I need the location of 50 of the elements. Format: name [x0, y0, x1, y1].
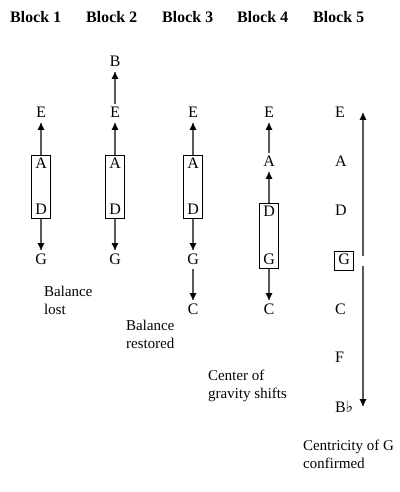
note-letter: A — [34, 155, 48, 173]
arrow — [190, 123, 196, 155]
arrow — [112, 219, 118, 250]
note-letter: C — [260, 301, 278, 319]
note-box — [259, 203, 279, 269]
note-letter: B♭ — [335, 399, 354, 417]
note-letter: G — [337, 251, 351, 269]
block-heading: Block 4 — [237, 9, 288, 27]
note-letter: E — [32, 104, 50, 122]
arrow — [266, 172, 272, 203]
note-letter: D — [262, 203, 276, 221]
arrow — [38, 219, 44, 250]
arrow — [266, 123, 272, 153]
note-letter: E — [260, 104, 278, 122]
note-letter: A — [186, 155, 200, 173]
block-heading: Block 3 — [162, 9, 214, 27]
note-letter: F — [335, 349, 344, 367]
arrow — [190, 269, 196, 300]
caption: Balance restored — [126, 317, 176, 353]
note-letter: G — [262, 251, 276, 269]
note-letter: D — [186, 201, 200, 219]
note-letter: E — [106, 104, 124, 122]
caption: Centricity of G confirmed — [303, 437, 395, 473]
block-heading: Block 2 — [86, 9, 138, 27]
note-letter: D — [34, 201, 48, 219]
arrow — [38, 123, 44, 155]
note-letter: A — [108, 155, 122, 173]
note-box — [105, 155, 125, 219]
note-letter: G — [106, 251, 124, 269]
note-letter: B — [106, 53, 124, 71]
caption: Balance lost — [44, 283, 94, 319]
block-heading: Block 5 — [313, 9, 364, 27]
note-letter: A — [260, 153, 278, 171]
arrow — [112, 123, 118, 155]
note-letter: C — [335, 301, 346, 319]
note-letter: G — [184, 251, 202, 269]
note-letter: C — [184, 301, 202, 319]
caption: Center of gravity shifts — [208, 367, 288, 403]
note-letter: D — [335, 202, 347, 220]
note-box — [31, 155, 51, 219]
note-letter: E — [335, 104, 345, 122]
note-letter: G — [32, 251, 50, 269]
arrow — [112, 72, 118, 104]
block-heading: Block 1 — [10, 9, 62, 27]
note-letter: D — [108, 201, 122, 219]
arrow — [266, 269, 272, 300]
note-letter: A — [335, 153, 347, 171]
arrow — [190, 219, 196, 250]
note-box — [183, 155, 203, 219]
note-letter: E — [184, 104, 202, 122]
